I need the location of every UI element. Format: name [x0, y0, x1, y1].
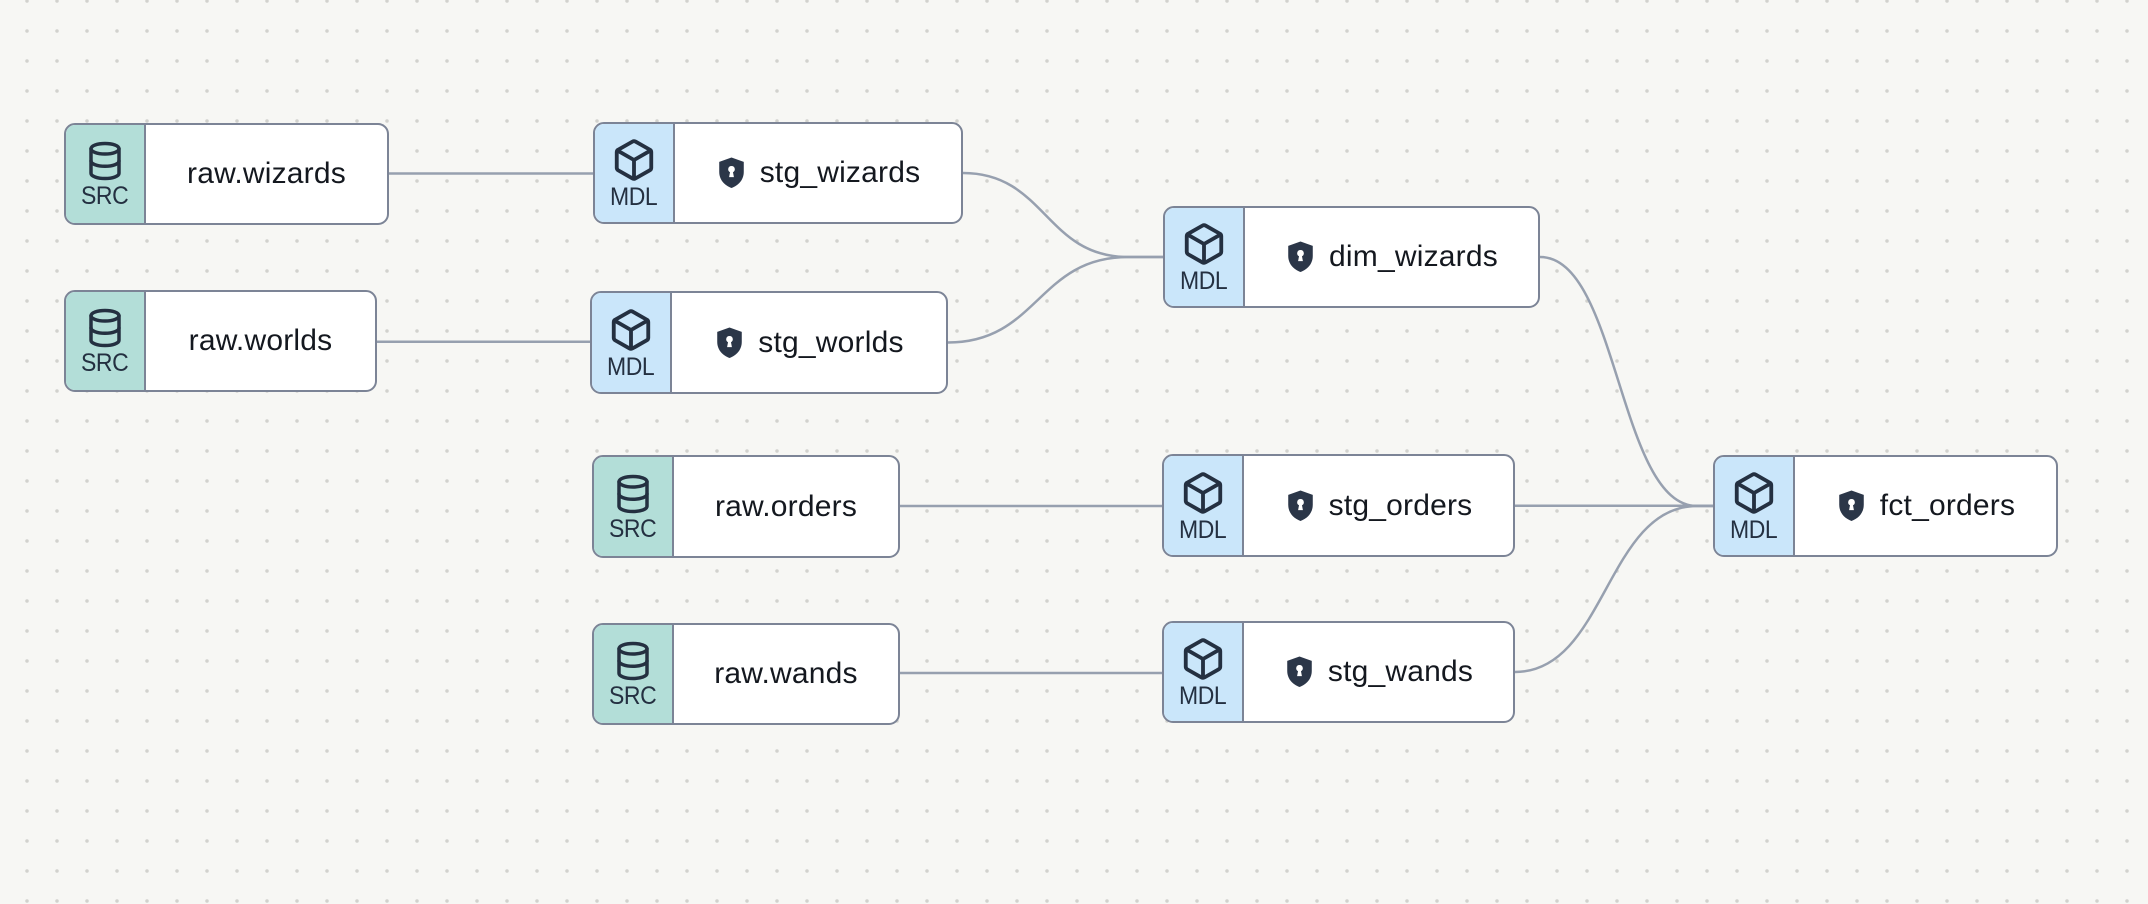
node-label: raw.wands — [714, 657, 858, 690]
node-stg_worlds[interactable]: MDL stg_worlds — [590, 291, 948, 394]
node-label-area: raw.orders — [674, 457, 898, 556]
node-stg_wizards[interactable]: MDL stg_wizards — [593, 122, 963, 224]
cube-icon — [611, 309, 651, 351]
node-type-badge: SRC — [594, 625, 674, 723]
node-label: raw.orders — [714, 489, 858, 523]
node-label-area: raw.worlds — [146, 292, 375, 390]
database-icon — [84, 140, 126, 182]
node-raw_orders[interactable]: SRC raw.orders — [592, 455, 900, 558]
node-type-badge: MDL — [592, 293, 672, 392]
node-label-area: raw.wands — [674, 625, 898, 723]
node-type-badge: MDL — [1715, 457, 1795, 555]
shield-lock-icon — [1836, 489, 1867, 523]
node-dim_wizards[interactable]: MDL dim_wizards — [1163, 206, 1540, 308]
node-type-badge-label: SRC — [609, 682, 657, 711]
cube-icon — [1734, 472, 1774, 515]
database-icon — [89, 309, 121, 348]
node-type-badge: SRC — [66, 125, 146, 223]
node-label: stg_wands — [1327, 655, 1474, 688]
database-icon — [612, 473, 654, 515]
database-icon — [617, 474, 649, 514]
node-label-area: stg_worlds — [672, 293, 946, 392]
database-icon — [612, 640, 654, 682]
node-label: raw.wizards — [187, 157, 346, 190]
cube-icon — [1731, 470, 1777, 516]
node-fct_orders[interactable]: MDL fct_orders — [1713, 455, 2058, 557]
node-type-badge: MDL — [1164, 456, 1244, 555]
cube-icon — [1180, 636, 1226, 682]
cube-icon — [1183, 638, 1223, 681]
node-type-badge-label: SRC — [81, 349, 129, 378]
node-label: stg_wizards — [759, 156, 921, 189]
node-type-badge-label: MDL — [1179, 515, 1227, 544]
node-label: dim_wizards — [1329, 240, 1498, 273]
node-raw_worlds[interactable]: SRC raw.worlds — [64, 290, 377, 392]
shield-lock-icon — [1285, 240, 1316, 274]
cube-icon — [614, 139, 654, 182]
shield-lock-icon — [714, 326, 745, 360]
cube-icon — [611, 137, 657, 183]
node-type-badge-label: MDL — [607, 352, 655, 381]
cube-icon — [1181, 221, 1227, 267]
node-label: raw.worlds — [188, 324, 333, 357]
edge-stg_worlds-to-dim_wizards — [947, 255, 1163, 344]
node-type-badge: SRC — [594, 457, 674, 556]
node-label: stg_worlds — [758, 325, 904, 359]
node-type-badge-label: MDL — [1180, 267, 1228, 296]
node-type-badge: MDL — [1165, 208, 1245, 306]
node-stg_wands[interactable]: MDL stg_wands — [1162, 621, 1515, 723]
cube-icon — [1180, 470, 1226, 516]
node-type-badge-label: MDL — [1730, 516, 1778, 545]
node-type-badge: SRC — [66, 292, 146, 390]
node-label-area: stg_wizards — [675, 124, 961, 222]
cube-icon — [608, 307, 654, 353]
node-type-badge: MDL — [1164, 623, 1244, 721]
node-type-badge-label: SRC — [81, 182, 129, 211]
shield-lock-icon — [1285, 489, 1316, 523]
node-label-area: stg_orders — [1244, 456, 1513, 555]
node-label-area: raw.wizards — [146, 125, 387, 223]
node-label-area: dim_wizards — [1245, 208, 1538, 306]
node-type-badge-label: MDL — [1179, 682, 1227, 711]
edge-stg_wizards-to-dim_wizards — [962, 171, 1163, 259]
node-label: stg_orders — [1328, 488, 1473, 522]
cube-icon — [1184, 223, 1224, 266]
node-label-area: fct_orders — [1795, 457, 2056, 555]
shield-lock-icon — [1284, 655, 1315, 689]
database-icon — [84, 307, 126, 349]
node-label-area: stg_wands — [1244, 623, 1513, 721]
node-type-badge-label: MDL — [610, 183, 658, 212]
database-icon — [617, 642, 649, 681]
shield-lock-icon — [716, 156, 747, 190]
node-raw_wizards[interactable]: SRC raw.wizards — [64, 123, 389, 225]
node-label: fct_orders — [1879, 489, 2016, 522]
node-stg_orders[interactable]: MDL stg_orders — [1162, 454, 1515, 557]
edge-dim_wizards-to-fct_orders — [1539, 255, 1713, 508]
node-type-badge: MDL — [595, 124, 675, 222]
edge-stg_wands-to-fct_orders — [1514, 504, 1713, 674]
database-icon — [89, 142, 121, 181]
node-raw_wands[interactable]: SRC raw.wands — [592, 623, 900, 725]
cube-icon — [1183, 472, 1223, 514]
node-type-badge-label: SRC — [609, 514, 657, 543]
